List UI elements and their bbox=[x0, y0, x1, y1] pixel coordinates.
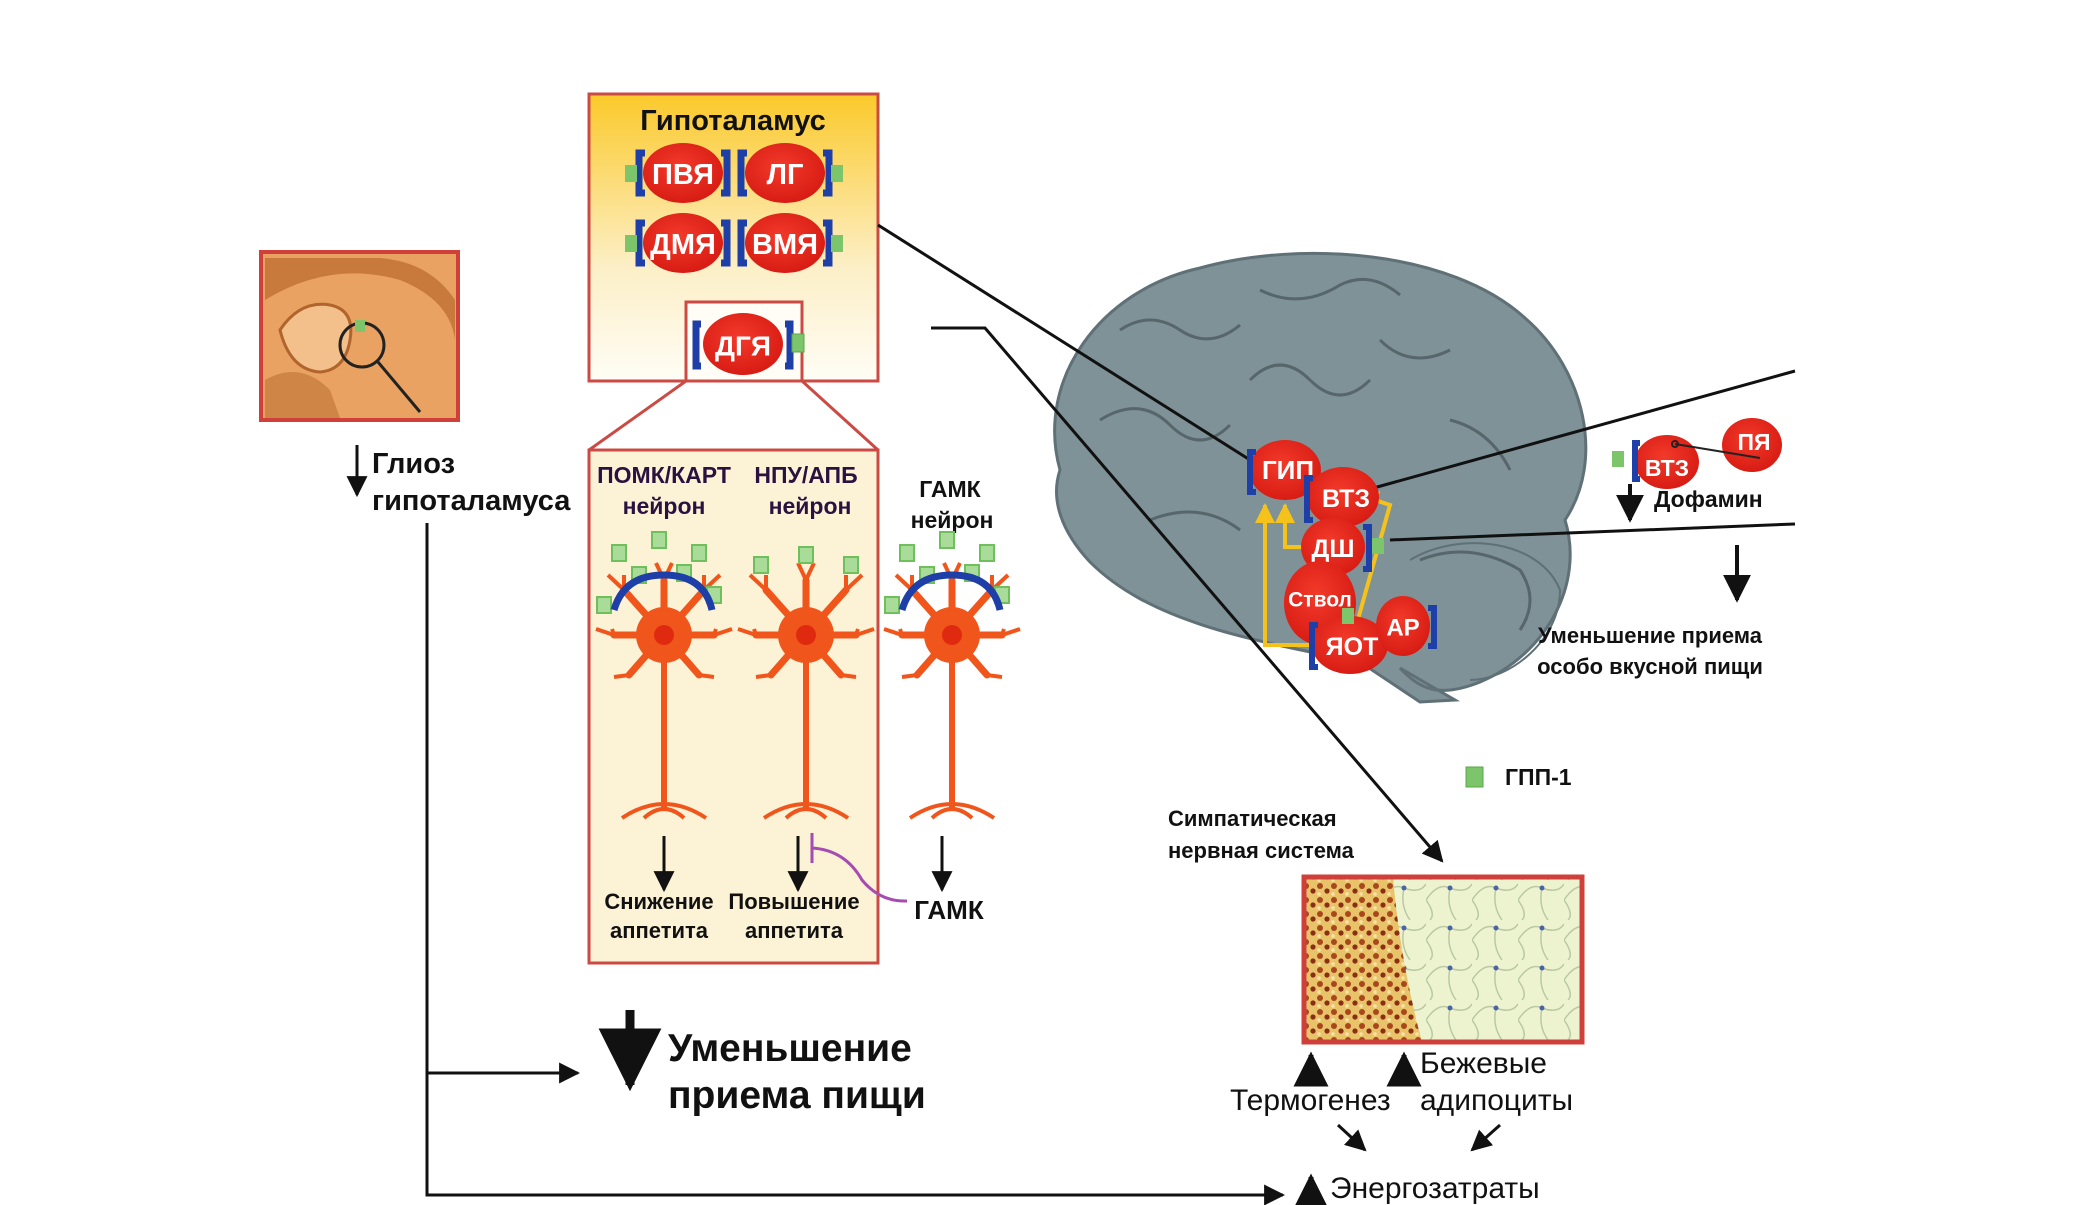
receptor-icon bbox=[898, 571, 1004, 612]
nucleus-stvol-label: Ствол bbox=[1288, 589, 1352, 612]
sns-label-2: нервная система bbox=[1168, 838, 1355, 863]
neuron-icon bbox=[595, 531, 733, 820]
glp1-icon bbox=[625, 165, 637, 182]
npy-effect-2: аппетита bbox=[745, 918, 844, 943]
reward-vtz-label: ВТЗ bbox=[1645, 455, 1689, 481]
brain-to-sns-line bbox=[931, 326, 1444, 863]
dsh-to-result-line bbox=[1389, 522, 1796, 542]
hypothalamus-nucleus-label: ПВЯ bbox=[652, 159, 714, 191]
glp1-legend-icon bbox=[1465, 766, 1484, 788]
hypothalamus-to-gip-line bbox=[877, 223, 1259, 467]
hypothalamus-box: Гипоталамус ПВЯ ЛГ ДМЯ ВМЯ ДГЯ bbox=[587, 92, 880, 383]
dopamine-label: Дофамин bbox=[1654, 486, 1763, 512]
gaba-label-2: нейрон bbox=[911, 507, 994, 533]
beige-to-energy-arrow bbox=[1470, 1123, 1501, 1152]
hypothalamus-nucleus: ПВЯ bbox=[625, 143, 731, 203]
neuron-icon bbox=[883, 531, 1021, 820]
hypothalamus-title: Гипоталамус bbox=[640, 105, 826, 137]
receptor-icon bbox=[737, 149, 747, 197]
nucleus-vtz-label: ВТЗ bbox=[1322, 485, 1370, 513]
glp1-icon bbox=[979, 544, 995, 562]
hypothalamus-nucleus-label: ВМЯ bbox=[752, 229, 818, 261]
gaba-inhibition-line bbox=[811, 846, 908, 903]
reward-pya-label: ПЯ bbox=[1737, 429, 1770, 455]
glp1-icon bbox=[596, 596, 612, 614]
npy-effect-1: Повышение bbox=[728, 889, 859, 914]
nucleus-yaot-label: ЯОТ bbox=[1326, 633, 1379, 661]
glp1-icon bbox=[831, 235, 843, 252]
gaba-effect: ГАМК bbox=[914, 895, 984, 925]
glp1-icon bbox=[939, 531, 955, 549]
nucleus-gip: ГИП bbox=[1247, 440, 1321, 500]
receptor-icon bbox=[721, 219, 731, 267]
hypothalamus-nucleus-label: ЛГ bbox=[767, 159, 804, 191]
hypothalamus-nucleus: ЛГ bbox=[737, 143, 843, 203]
glp1-icon bbox=[884, 596, 900, 614]
arcuate-nucleus bbox=[703, 313, 783, 375]
receptor-icon bbox=[635, 149, 645, 197]
energy-label: Энергозатраты bbox=[1330, 1172, 1540, 1205]
hypothalamus-nucleus-label: ДМЯ bbox=[650, 229, 716, 261]
thermo-to-energy-arrow bbox=[1336, 1123, 1367, 1152]
glp1-icon bbox=[611, 544, 627, 562]
food-intake-label-2: приема пищи bbox=[668, 1074, 926, 1117]
gliosis-to-energy-line bbox=[425, 523, 1286, 1205]
vtz-to-reward-line bbox=[1369, 369, 1796, 491]
sns-label-1: Симпатическая bbox=[1168, 806, 1337, 831]
pomc-effect-2: аппетита bbox=[610, 918, 709, 943]
glp1-icon bbox=[798, 546, 814, 564]
zoom-line-right bbox=[800, 379, 880, 452]
nucleus-ar-label: АР bbox=[1386, 615, 1419, 642]
nucleus-vtz: ВТЗ bbox=[1304, 467, 1379, 527]
gaba-label-1: ГАМК bbox=[919, 476, 981, 502]
receptor-icon bbox=[823, 149, 833, 197]
zoom-line-left bbox=[588, 379, 687, 452]
glp1-icon bbox=[753, 556, 769, 574]
pomc-label-1: ПОМК/КАРТ bbox=[597, 462, 731, 488]
nucleus-dsh-label: ДШ bbox=[1312, 535, 1355, 563]
receptor-icon bbox=[635, 219, 645, 267]
receptor-icon bbox=[610, 571, 716, 612]
nucleus-yaot: ЯОТ bbox=[1309, 608, 1388, 674]
npy-label-2: нейрон bbox=[769, 493, 852, 519]
pomc-label-2: нейрон bbox=[623, 493, 706, 519]
receptor-icon bbox=[692, 320, 701, 370]
glp1-icon bbox=[791, 333, 805, 353]
beige-label-2: адипоциты bbox=[1420, 1084, 1573, 1117]
reward-pathway: ВТЗ ПЯ bbox=[1612, 418, 1782, 489]
beige-label-1: Бежевые bbox=[1420, 1047, 1547, 1080]
palatable-label-1: Уменьшение приема bbox=[1538, 623, 1763, 648]
neuron-icon bbox=[737, 546, 875, 820]
food-intake-label-1: Уменьшение bbox=[668, 1027, 912, 1070]
glp1-legend-label: ГПП-1 bbox=[1505, 764, 1572, 790]
gliosis-label-1: Глиоз bbox=[372, 448, 455, 480]
receptor-icon bbox=[737, 219, 747, 267]
glp1-icon bbox=[625, 235, 637, 252]
glp1-icon bbox=[899, 544, 915, 562]
adipose-tissue-image bbox=[1301, 874, 1585, 1045]
receptor-icon bbox=[721, 149, 731, 197]
palatable-label-2: особо вкусной пищи bbox=[1537, 654, 1763, 679]
receptor-icon bbox=[785, 320, 794, 370]
thermogenesis-label: Термогенез bbox=[1230, 1084, 1391, 1117]
glp1-icon bbox=[831, 165, 843, 182]
glp1-icon bbox=[843, 556, 859, 574]
arcuate-label: ДГЯ bbox=[715, 331, 771, 362]
pomc-effect-1: Снижение bbox=[604, 889, 713, 914]
receptor-icon bbox=[823, 219, 833, 267]
hypothalamus-nucleus: ДМЯ bbox=[625, 213, 731, 273]
brain-section-thumbnail bbox=[259, 250, 460, 422]
npy-label-1: НПУ/АПБ bbox=[754, 462, 857, 488]
gliosis-label-2: гипоталамуса bbox=[372, 485, 571, 517]
glp1-icon bbox=[691, 544, 707, 562]
neuron-panel bbox=[587, 448, 880, 965]
nucleus-ar: АР bbox=[1376, 596, 1437, 656]
hypothalamus-nucleus: ВМЯ bbox=[737, 213, 843, 273]
glp1-icon bbox=[651, 531, 667, 549]
